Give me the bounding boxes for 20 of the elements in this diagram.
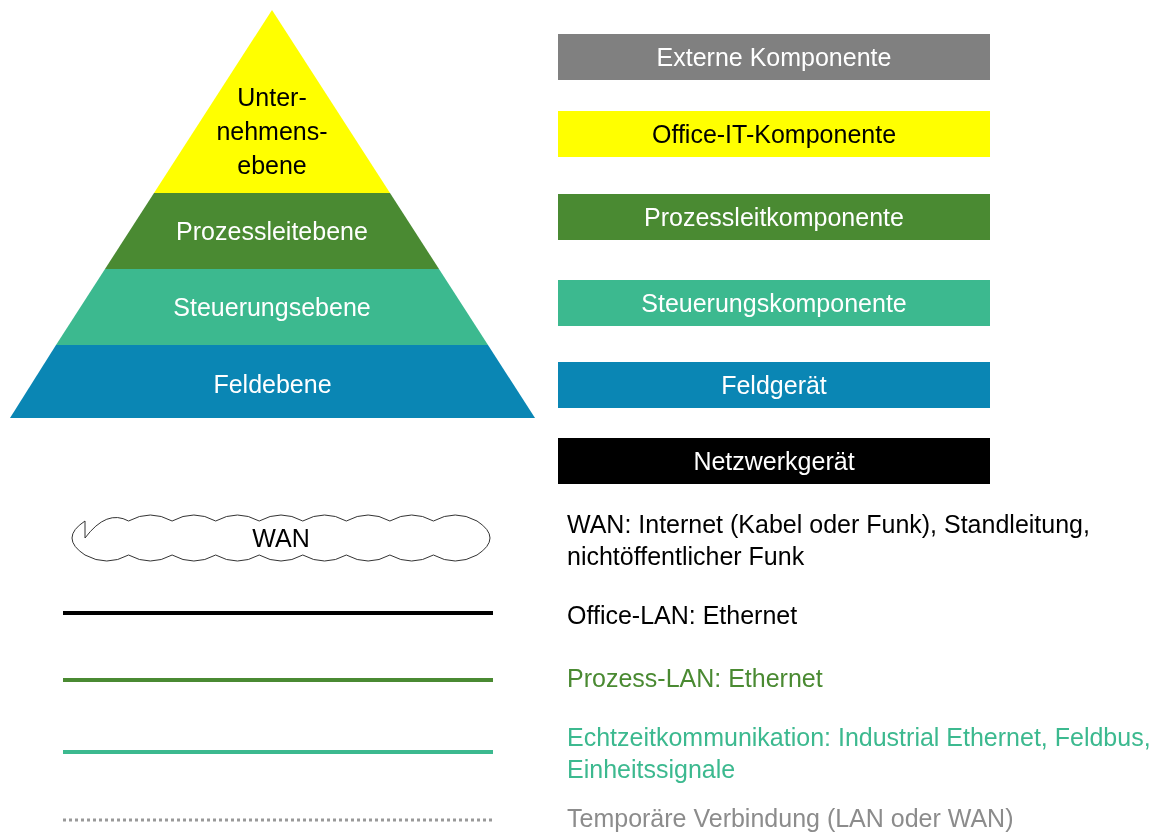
pyramid-level (10, 345, 535, 418)
legend-text: Office-LAN: Ethernet (567, 600, 799, 631)
legend-swatch: Netzwerkgerät (558, 438, 990, 484)
cloud-label: WAN (251, 523, 311, 554)
legend-text: Temporäre Verbindung (LAN oder WAN) (567, 803, 1015, 834)
pyramid-level (154, 10, 390, 193)
legend-swatch: Feldgerät (558, 362, 990, 408)
pyramid-level (56, 269, 488, 345)
legend-swatch: Office-IT-Komponente (558, 111, 990, 157)
legend-text: WAN: Internet (Kabel oder Funk), Standleitung, nichtöffentlicher Funk (567, 509, 1091, 572)
level-label: Feldebene (212, 369, 333, 400)
legend-swatch: Steuerungskomponente (558, 280, 990, 326)
legend-text: Echtzeitkommunikation: Industrial Ethernet, Feldbus, Einheitssignale (567, 722, 1152, 785)
legend-swatch: Externe Komponente (558, 34, 990, 80)
level-label: Unter- nehmens- ebene (215, 82, 329, 181)
legend-swatch: Prozessleitkomponente (558, 194, 990, 240)
legend-text: Prozess-LAN: Ethernet (567, 663, 824, 694)
level-label: Prozessleitebene (175, 216, 369, 247)
pyramid-level (105, 193, 439, 269)
level-label: Steuerungsebene (172, 292, 372, 323)
